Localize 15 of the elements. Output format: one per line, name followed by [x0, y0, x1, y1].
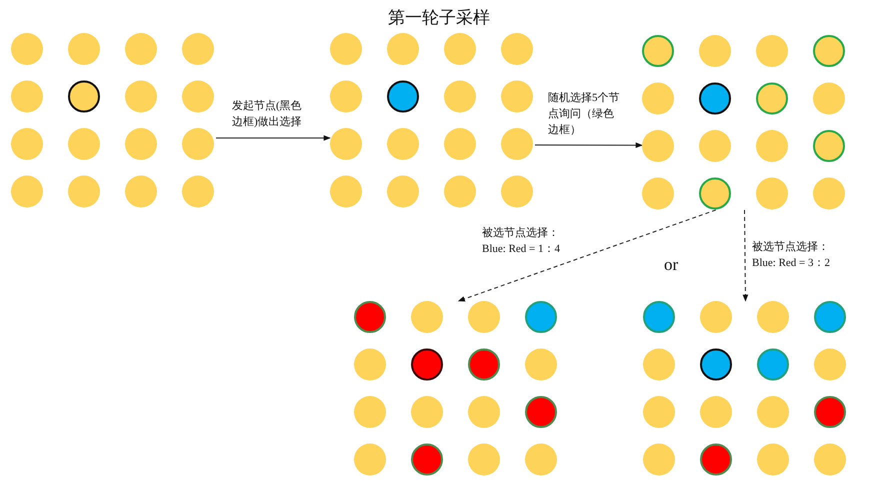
edge-label: 随机选择5个节点询问（绿色边框） [548, 91, 620, 138]
arrow [216, 135, 331, 141]
edge-label: 被选节点选择： Blue: Red = 1：4 [482, 226, 562, 257]
dot-grid-drawing [354, 301, 559, 476]
dot-grid-drawing [330, 33, 535, 208]
diagram-title: 第一轮子采样 [387, 7, 491, 29]
connector-word: or [664, 255, 678, 275]
edge-label: 发起节点(黑色边框)做出选择 [232, 99, 303, 130]
dot-grid-drawing [643, 301, 848, 476]
dot-grid-drawing [642, 35, 847, 210]
dashed-arrow [458, 210, 716, 302]
arrow [534, 142, 643, 148]
dashed-arrow [742, 210, 748, 302]
edge-label: 被选节点选择： Blue: Red = 3：2 [752, 240, 832, 271]
dot-grid-drawing [11, 33, 216, 208]
